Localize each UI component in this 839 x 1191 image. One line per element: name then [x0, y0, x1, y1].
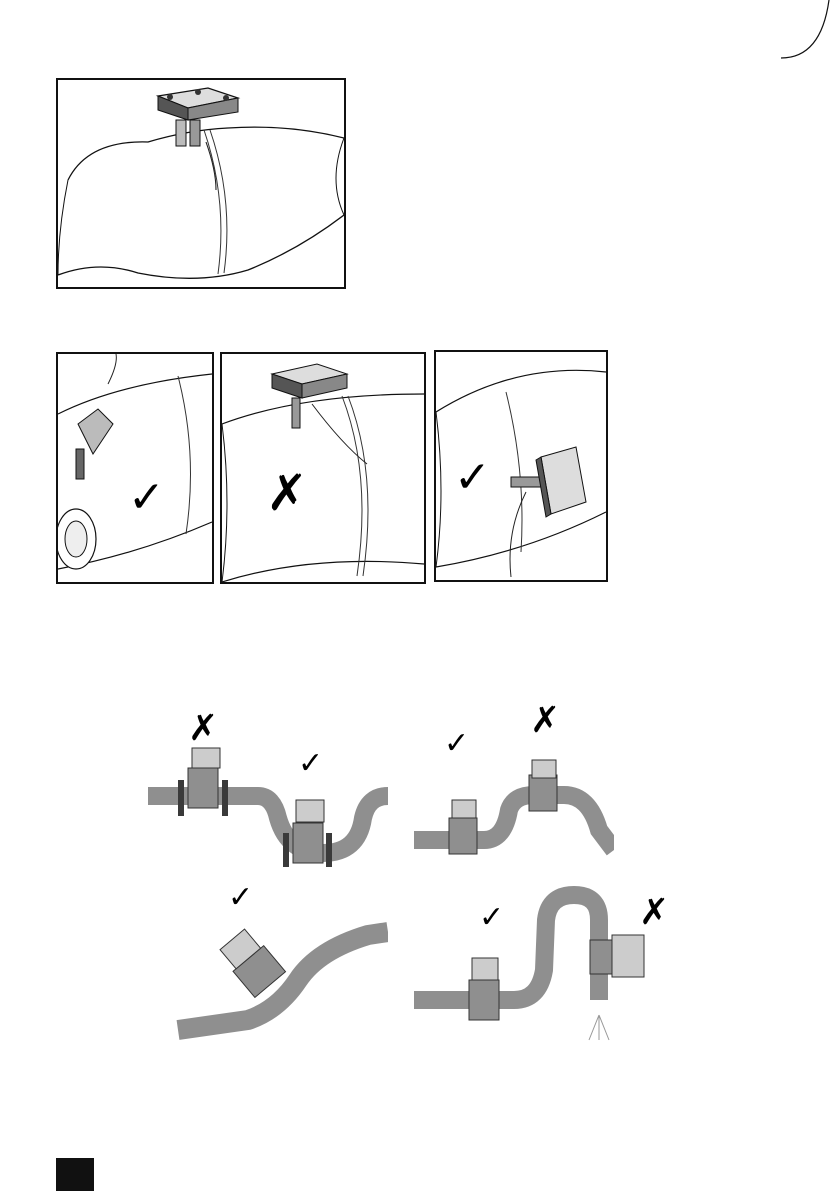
- checkmark-icon: ✓: [479, 900, 504, 935]
- meter-before-rise: [449, 800, 477, 854]
- checkmark-icon: ✓: [298, 746, 323, 781]
- meter-before-loop: [469, 958, 499, 1020]
- meter-at-top: [529, 760, 557, 811]
- checkmark-icon: ✓: [228, 880, 253, 915]
- sensor-device: [272, 364, 347, 428]
- scene-before-rise: ✓ ✗: [414, 700, 614, 860]
- meter-inclined: [217, 927, 286, 998]
- page-number-block: [56, 1158, 94, 1191]
- figure-sensor-on-pipe: [56, 78, 346, 289]
- crop-mark: [781, 0, 839, 60]
- meter-high: [178, 748, 228, 816]
- figure-sensor-angled: ✓: [56, 352, 214, 584]
- checkmark-icon: ✓: [454, 452, 491, 503]
- meter-downflow: [590, 935, 644, 977]
- cross-icon: ✗: [266, 464, 308, 522]
- cross-icon: ✗: [188, 708, 218, 749]
- cross-icon: ✗: [639, 892, 669, 933]
- checkmark-icon: ✓: [128, 472, 165, 523]
- cross-icon: ✗: [530, 700, 560, 741]
- figure-sensor-top: ✗: [220, 352, 426, 584]
- scene-inclined-pipe: ✓: [168, 880, 388, 1040]
- figure-sensor-side: ✓: [434, 350, 608, 582]
- checkmark-icon: ✓: [444, 726, 469, 761]
- sensor-device: [76, 409, 113, 479]
- scene-high-low-point: ✗ ✓: [148, 708, 388, 868]
- scene-before-loop: ✓ ✗: [414, 880, 674, 1050]
- sensor-device: [158, 88, 238, 146]
